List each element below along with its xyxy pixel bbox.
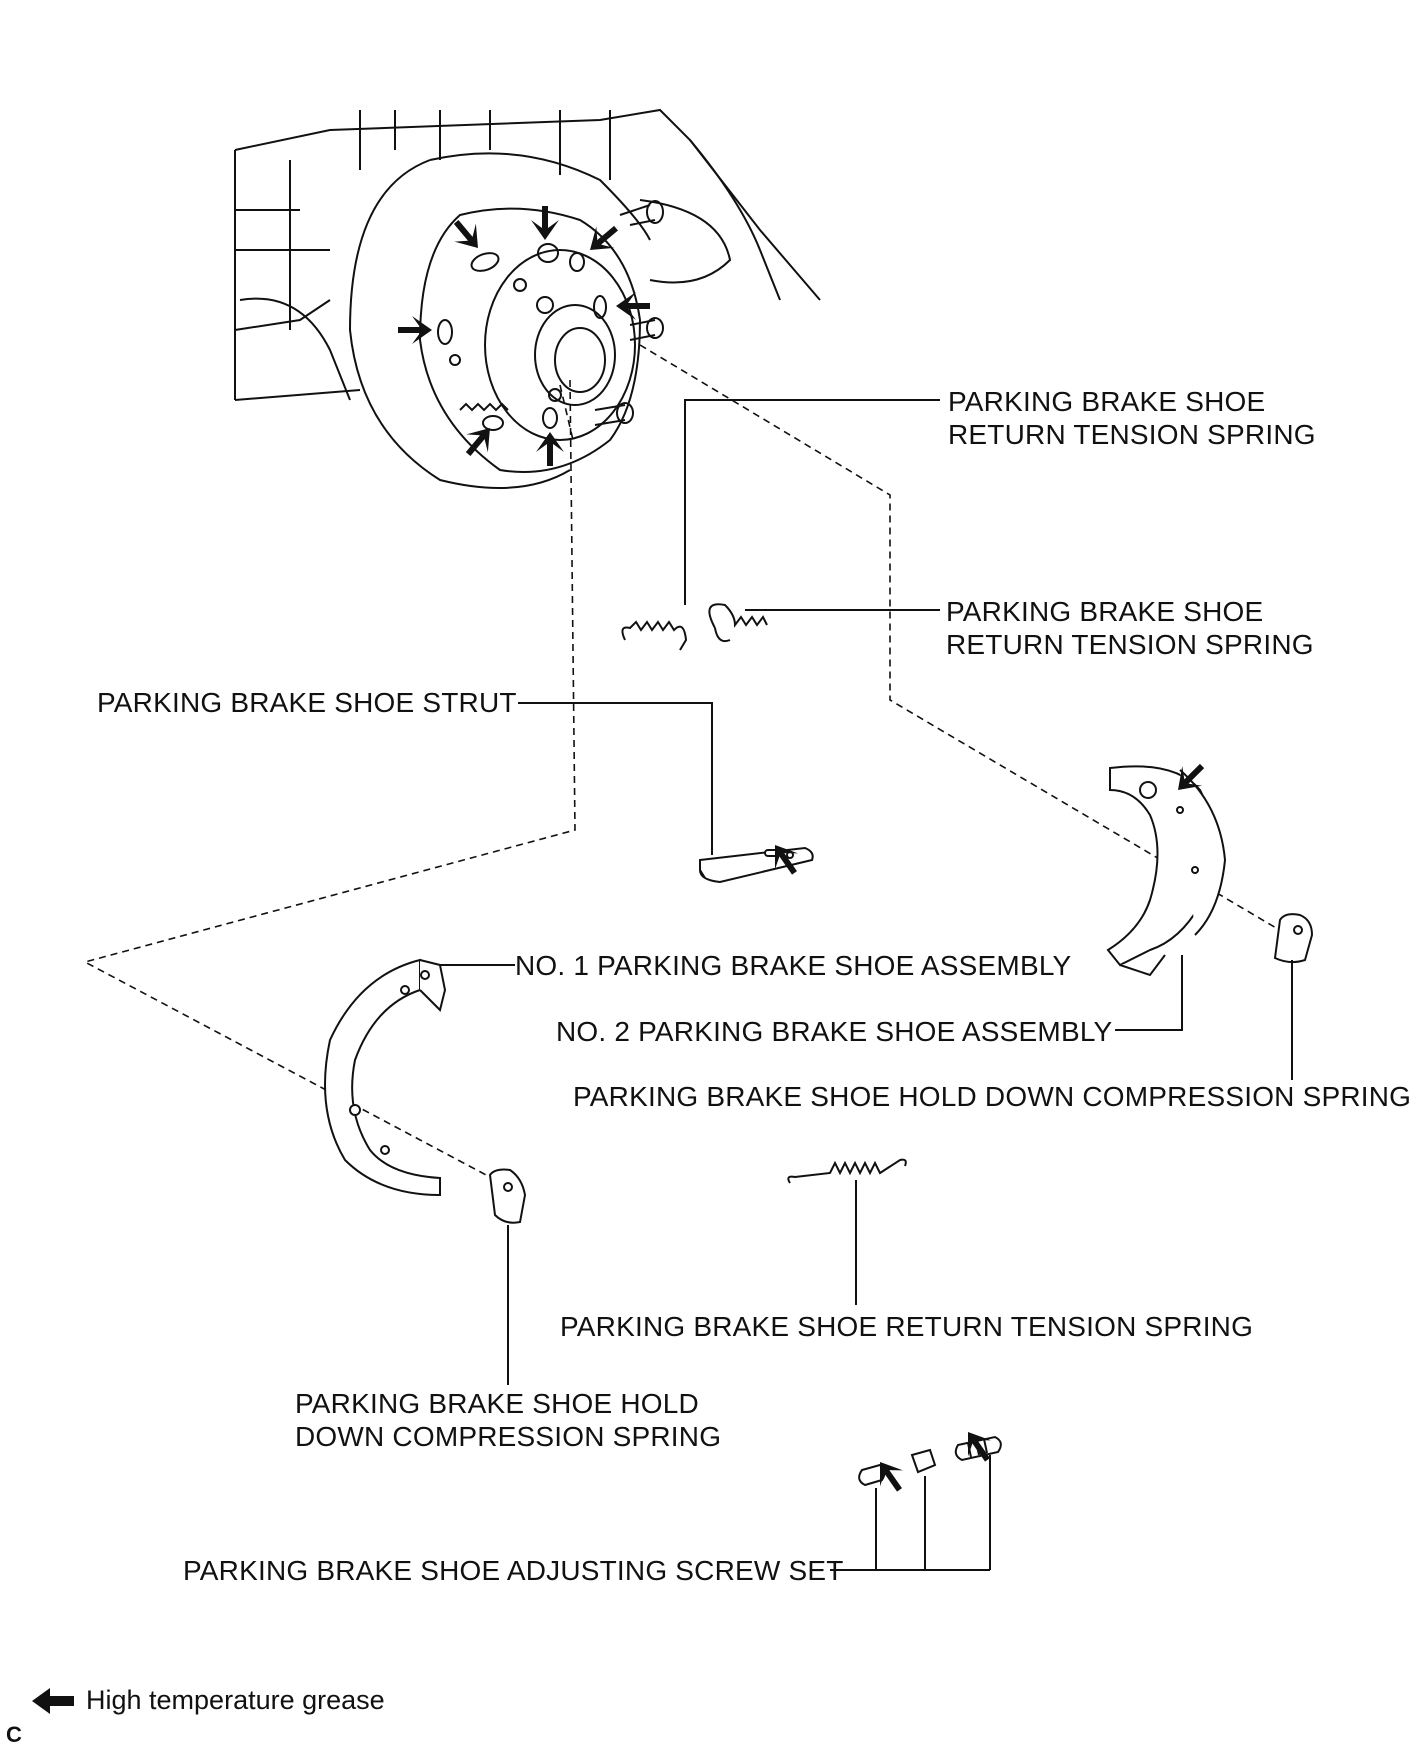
label-strut: PARKING BRAKE SHOE STRUT	[97, 687, 517, 718]
label-no1-shoe: NO. 1 PARKING BRAKE SHOE ASSEMBLY	[515, 950, 1072, 981]
dashed-guide-lines	[82, 344, 1289, 1186]
label-no2-shoe: NO. 2 PARKING BRAKE SHOE ASSEMBLY	[556, 1016, 1113, 1047]
label-return-spring-top-line1: PARKING BRAKE SHOE	[948, 386, 1266, 417]
corner-mark: C	[6, 1722, 22, 1747]
leader-lines	[440, 399, 1293, 1571]
no1-shoe-part	[324, 958, 447, 1197]
hold-down-spring-right-part	[1273, 913, 1314, 964]
legend-text: High temperature grease	[86, 1685, 385, 1715]
hold-down-spring-left-part	[488, 1168, 527, 1224]
label-hold-down-left-line1: PARKING BRAKE SHOE HOLD	[295, 1388, 699, 1419]
no2-shoe-part	[1106, 765, 1227, 977]
label-adjusting-screw: PARKING BRAKE SHOE ADJUSTING SCREW SET	[183, 1555, 844, 1586]
grease-arrow-icon	[32, 1687, 74, 1714]
label-hold-down-right: PARKING BRAKE SHOE HOLD DOWN COMPRESSION…	[573, 1081, 1412, 1112]
label-hold-down-left-line2: DOWN COMPRESSION SPRING	[295, 1421, 722, 1452]
return-spring-middle-part	[787, 1158, 907, 1184]
label-return-spring-bottom: PARKING BRAKE SHOE RETURN TENSION SPRING	[560, 1311, 1254, 1342]
label-return-spring-mid-line1: PARKING BRAKE SHOE	[946, 596, 1264, 627]
return-spring-pair	[621, 603, 768, 651]
legend: High temperature grease	[30, 1685, 385, 1716]
label-return-spring-top-line2: RETURN TENSION SPRING	[948, 419, 1316, 450]
label-return-spring-mid-line2: RETURN TENSION SPRING	[946, 629, 1314, 660]
backing-plate-drawing	[234, 108, 821, 489]
